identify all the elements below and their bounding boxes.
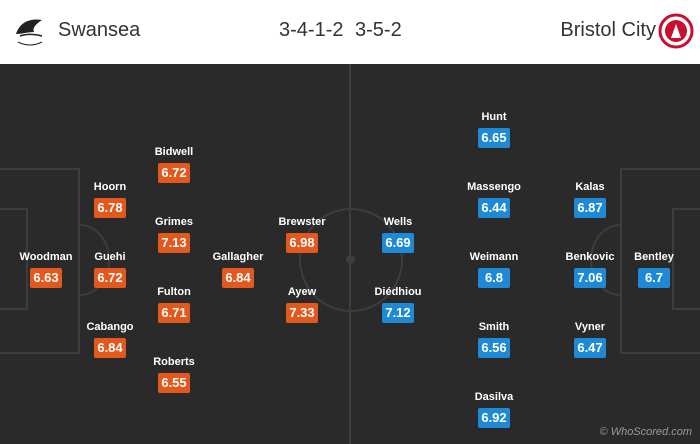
player-rating-badge: 7.12 (382, 303, 414, 323)
player-name: Bidwell (154, 146, 194, 158)
whoscored-watermark: © WhoScored.com (599, 426, 692, 438)
away-player-weimann[interactable]: Weimann 6.8 (464, 250, 524, 288)
player-rating-badge: 6.47 (574, 338, 606, 358)
player-name: Dasilva (474, 391, 514, 403)
player-rating-badge: 6.87 (574, 198, 606, 218)
home-player-cabango[interactable]: Cabango 6.84 (80, 320, 140, 358)
home-player-ayew[interactable]: Ayew 7.33 (272, 285, 332, 323)
player-name: Benkovic (565, 251, 615, 263)
player-rating-badge: 6.72 (94, 268, 126, 288)
left-penalty-area (0, 168, 80, 354)
player-rating-badge: 6.71 (158, 303, 190, 323)
player-rating-badge: 6.92 (478, 408, 510, 428)
player-rating-badge: 6.56 (478, 338, 510, 358)
player-name: Vyner (574, 321, 606, 333)
away-player-wells[interactable]: Wells 6.69 (368, 215, 428, 253)
player-rating-badge: 6.98 (286, 233, 318, 253)
away-player-bentley[interactable]: Bentley 6.7 (624, 250, 684, 288)
player-name: Brewster (278, 216, 326, 228)
player-name: Woodman (19, 251, 73, 263)
player-name: Fulton (157, 286, 191, 298)
right-penalty-area (620, 168, 700, 354)
home-team-name[interactable]: Swansea (58, 19, 141, 41)
home-player-fulton[interactable]: Fulton 6.71 (144, 285, 204, 323)
player-rating-badge: 6.72 (158, 163, 190, 183)
player-name: Ayew (287, 286, 317, 298)
player-name: Weimann (469, 251, 519, 263)
away-formation: 3-5-2 (355, 19, 402, 41)
player-name: Diédhiou (374, 286, 422, 298)
player-rating-badge: 7.33 (286, 303, 318, 323)
away-player-massengo[interactable]: Massengo 6.44 (464, 180, 524, 218)
centre-spot (346, 255, 355, 264)
centre-circle (299, 208, 403, 312)
player-name: Smith (478, 321, 510, 333)
right-goal-area (672, 208, 700, 310)
player-name: Hunt (481, 111, 507, 123)
home-player-bidwell[interactable]: Bidwell 6.72 (144, 145, 204, 183)
player-name: Guehi (94, 251, 126, 263)
player-name: Cabango (86, 321, 134, 333)
home-player-woodman[interactable]: Woodman 6.63 (16, 250, 76, 288)
away-player-dasilva[interactable]: Dasilva 6.92 (464, 390, 524, 428)
pitch (0, 64, 700, 444)
swansea-crest-icon (16, 19, 43, 46)
player-rating-badge: 6.7 (638, 268, 670, 288)
home-player-gallagher[interactable]: Gallagher 6.84 (208, 250, 268, 288)
player-rating-badge: 6.8 (478, 268, 510, 288)
home-player-hoorn[interactable]: Hoorn 6.78 (80, 180, 140, 218)
left-goal-area (0, 208, 28, 310)
player-rating-badge: 6.84 (94, 338, 126, 358)
player-name: Bentley (634, 251, 674, 263)
player-rating-badge: 7.13 (158, 233, 190, 253)
player-rating-badge: 6.84 (222, 268, 254, 288)
away-player-benkovic[interactable]: Benkovic 7.06 (560, 250, 620, 288)
home-player-brewster[interactable]: Brewster 6.98 (272, 215, 332, 253)
player-name: Wells (383, 216, 413, 228)
lineup-header: Swansea 3-4-1-2 3-5-2 Bristol City (0, 0, 700, 64)
away-player-diedhiou[interactable]: Diédhiou 7.12 (368, 285, 428, 323)
home-formation: 3-4-1-2 (279, 19, 344, 41)
player-name: Roberts (153, 356, 195, 368)
away-player-smith[interactable]: Smith 6.56 (464, 320, 524, 358)
away-player-vyner[interactable]: Vyner 6.47 (560, 320, 620, 358)
away-team-name[interactable]: Bristol City (560, 19, 656, 41)
player-name: Grimes (155, 216, 193, 228)
player-rating-badge: 6.78 (94, 198, 126, 218)
player-rating-badge: 6.69 (382, 233, 414, 253)
home-player-grimes[interactable]: Grimes 7.13 (144, 215, 204, 253)
player-rating-badge: 7.06 (574, 268, 606, 288)
player-name: Kalas (575, 181, 605, 193)
player-rating-badge: 6.44 (478, 198, 510, 218)
player-name: Gallagher (212, 251, 264, 263)
player-rating-badge: 6.55 (158, 373, 190, 393)
player-name: Hoorn (93, 181, 127, 193)
away-player-hunt[interactable]: Hunt 6.65 (464, 110, 524, 148)
home-player-guehi[interactable]: Guehi 6.72 (80, 250, 140, 288)
player-name: Massengo (467, 181, 521, 193)
player-rating-badge: 6.65 (478, 128, 510, 148)
home-player-roberts[interactable]: Roberts 6.55 (144, 355, 204, 393)
bristol-city-crest-icon (658, 13, 694, 49)
player-rating-badge: 6.63 (30, 268, 62, 288)
away-player-kalas[interactable]: Kalas 6.87 (560, 180, 620, 218)
